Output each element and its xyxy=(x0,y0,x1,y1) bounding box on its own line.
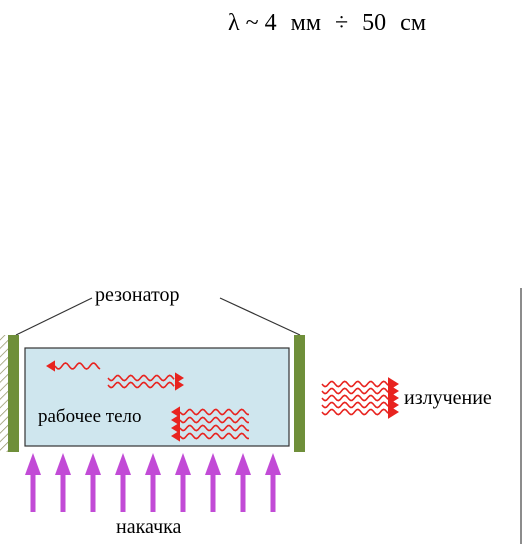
resonator-label: резонатор xyxy=(95,284,180,306)
pumping-label: накачка xyxy=(116,516,182,538)
wave-left-single-head xyxy=(46,360,55,372)
pump-arrow-head-9 xyxy=(265,453,281,475)
wave-right-pair-2 xyxy=(107,381,175,389)
wave-emission-2 xyxy=(321,387,389,395)
pump-arrow-shaft-2 xyxy=(60,472,66,512)
resonator-leader-right xyxy=(219,297,301,336)
pump-arrow-head-2 xyxy=(55,453,71,475)
working-body xyxy=(24,347,290,447)
formula-division-sign: ÷ xyxy=(335,10,349,36)
pump-arrow-group xyxy=(25,453,281,512)
formula-value-50: 50 xyxy=(362,10,387,36)
wave-left-stack-3-head xyxy=(171,422,180,434)
pump-arrow-head-7 xyxy=(205,453,221,475)
wave-emission-5 xyxy=(321,408,389,416)
wave-group xyxy=(46,360,399,442)
wave-emission-5-head xyxy=(388,405,399,419)
wave-left-stack-4 xyxy=(179,432,249,440)
pump-arrow-shaft-1 xyxy=(30,472,36,512)
wave-emission-1 xyxy=(321,380,389,388)
pump-arrow-shaft-3 xyxy=(90,472,96,512)
pump-arrow-shaft-9 xyxy=(270,472,276,512)
wave-emission-3 xyxy=(321,394,389,402)
pump-arrow-shaft-8 xyxy=(240,472,246,512)
wave-right-pair-1 xyxy=(107,374,175,382)
wave-left-stack-1 xyxy=(179,408,249,416)
left-mirror-hatch xyxy=(0,335,8,452)
pump-arrow-head-5 xyxy=(145,453,161,475)
right-mirror xyxy=(294,335,305,452)
wave-left-stack-2-head xyxy=(171,414,180,426)
pump-arrow-head-1 xyxy=(25,453,41,475)
pump-arrow-head-4 xyxy=(115,453,131,475)
pump-arrow-shaft-4 xyxy=(120,472,126,512)
pump-arrow-head-8 xyxy=(235,453,251,475)
left-mirror xyxy=(8,335,19,452)
pump-arrow-head-6 xyxy=(175,453,191,475)
wave-left-stack-3 xyxy=(179,424,249,432)
formula-unit-cm: см xyxy=(400,10,427,36)
working-body-label: рабочее тело xyxy=(38,406,142,427)
formula-lambda: λ ~ 4 xyxy=(228,10,277,36)
formula-unit-mm: мм xyxy=(290,10,321,36)
wave-right-pair-2-head xyxy=(175,379,184,391)
wave-left-stack-1-head xyxy=(171,406,180,418)
wave-left-stack-4-head xyxy=(171,430,180,442)
emission-label: излучение xyxy=(404,387,492,409)
wavelength-formula: λ ~ 4 мм ÷ 50 см xyxy=(228,10,426,37)
pump-arrow-shaft-6 xyxy=(180,472,186,512)
wave-left-stack-2 xyxy=(179,416,249,424)
pump-arrow-shaft-7 xyxy=(210,472,216,512)
wave-left-single xyxy=(54,362,101,370)
pump-arrow-head-3 xyxy=(85,453,101,475)
pump-arrow-shaft-5 xyxy=(150,472,156,512)
wave-emission-4 xyxy=(321,401,389,409)
resonator-leader-left xyxy=(15,297,93,336)
